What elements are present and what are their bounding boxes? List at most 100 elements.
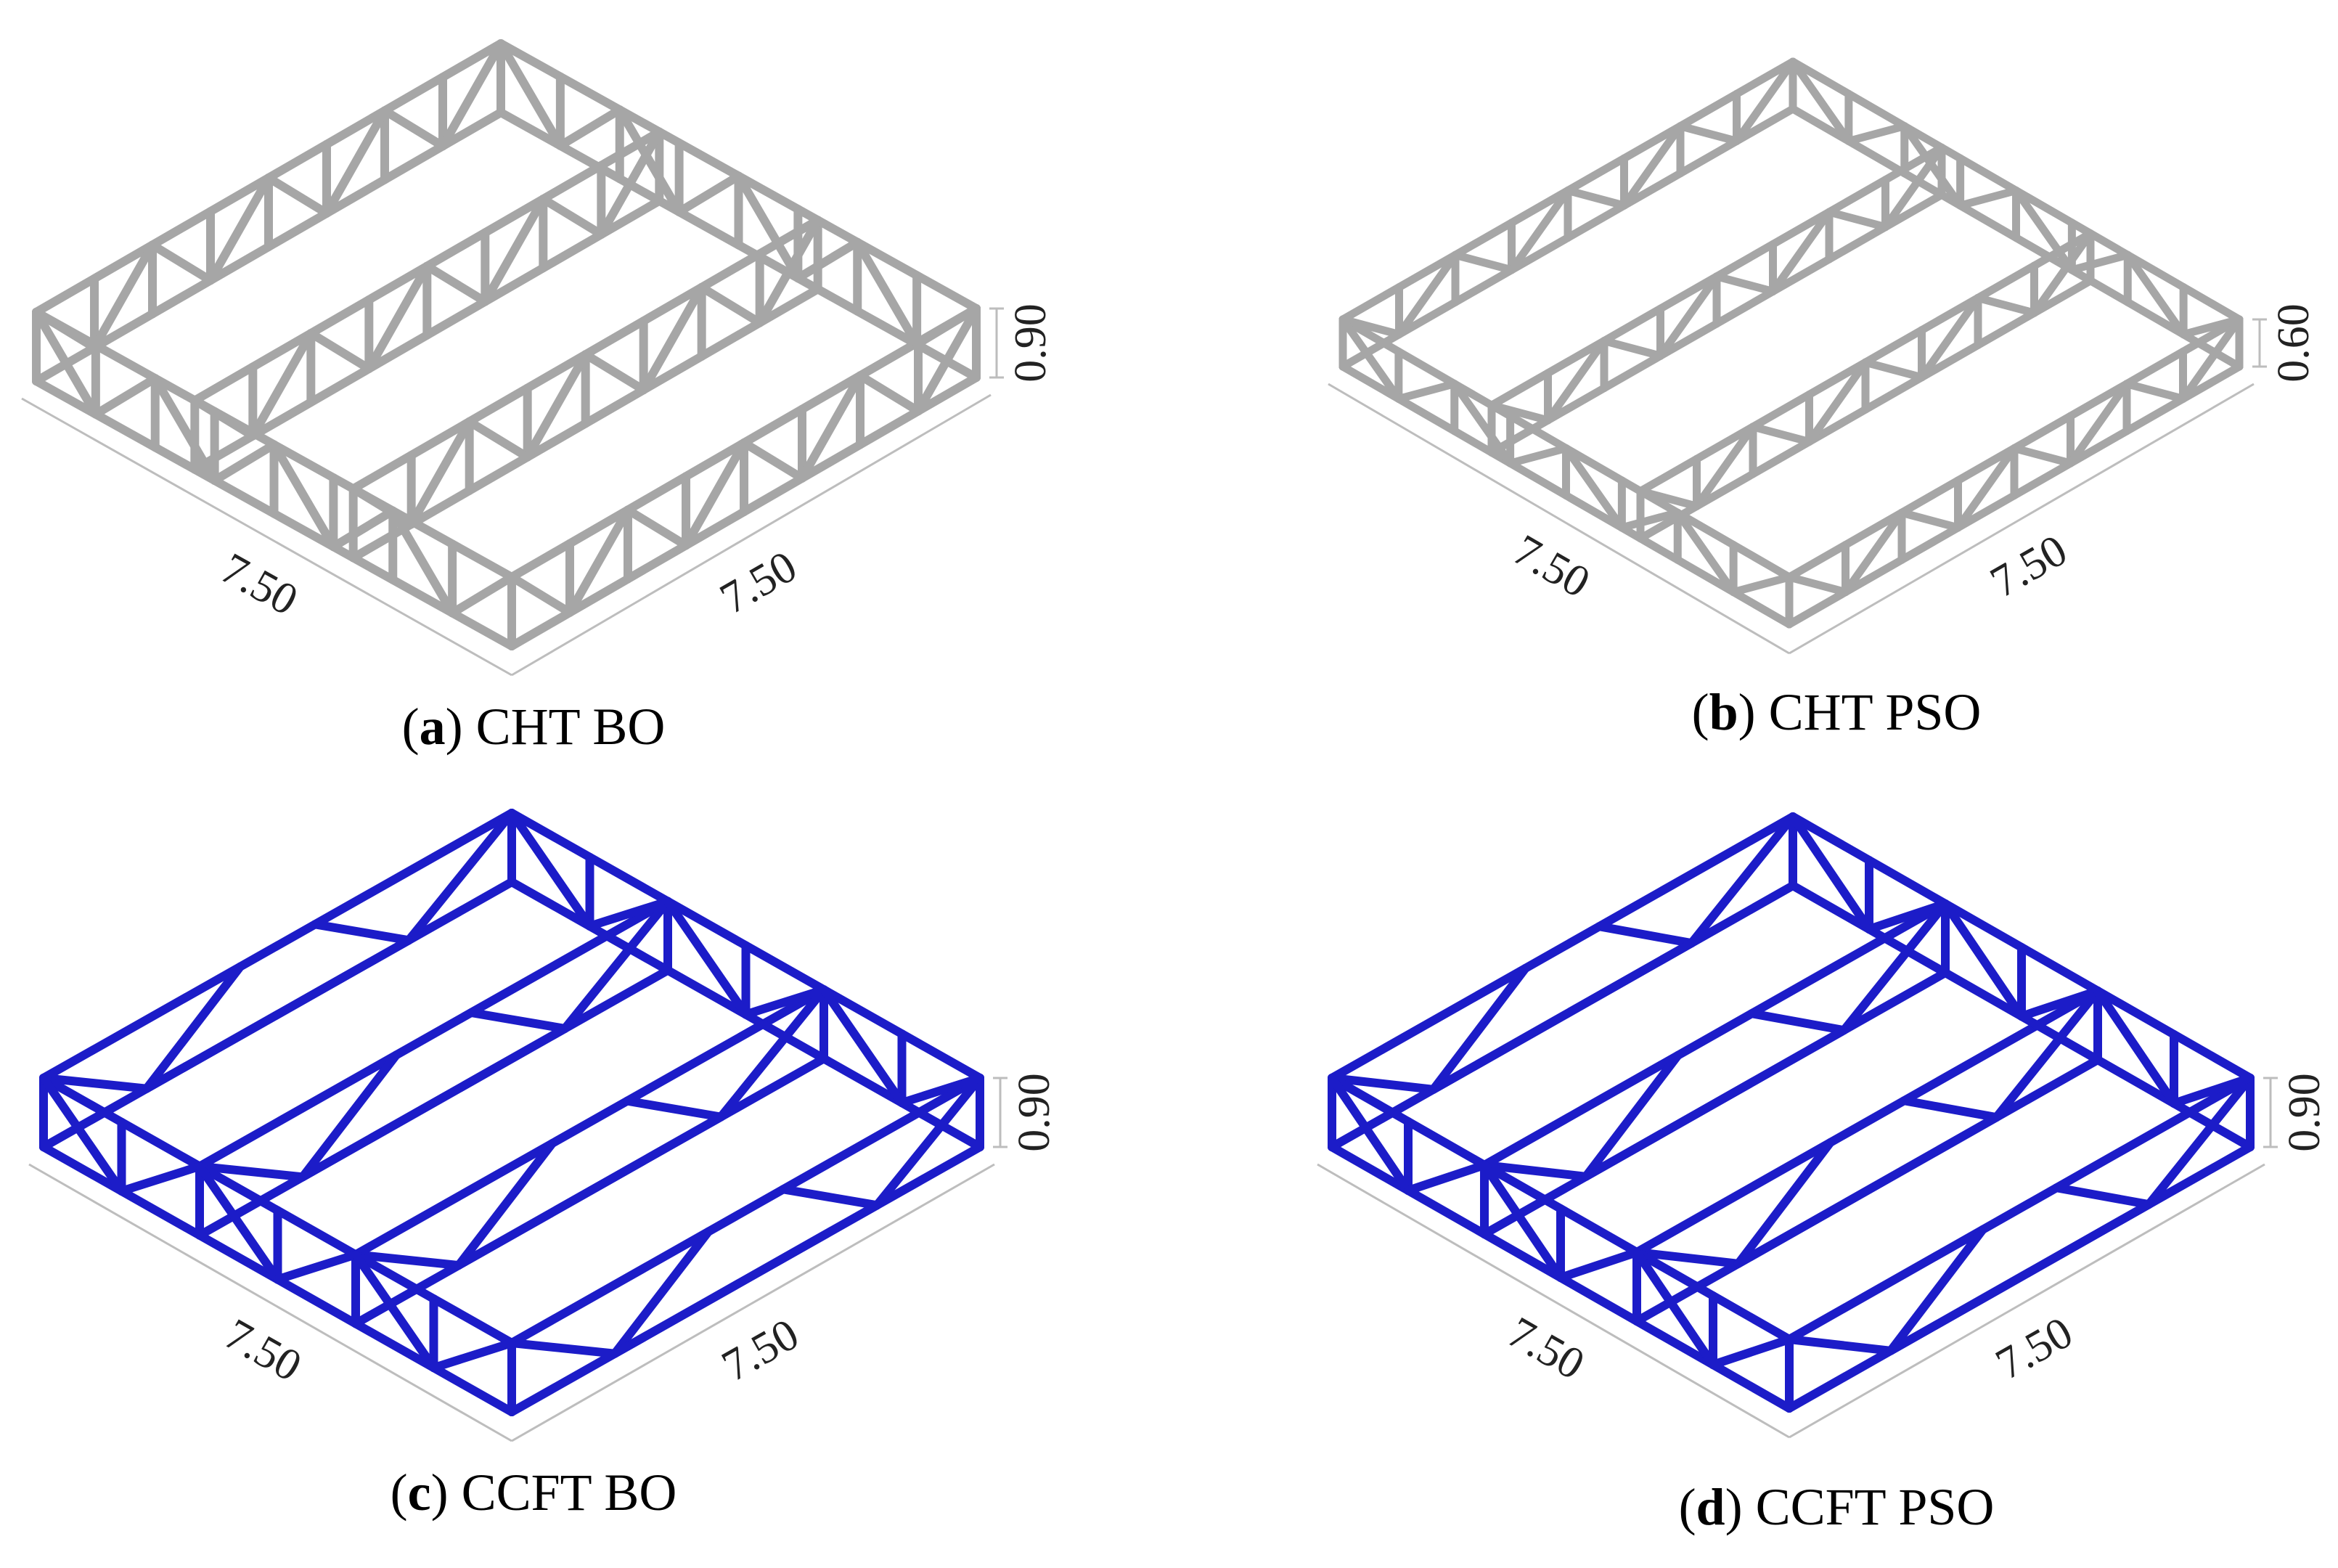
- diagonal-member: [1676, 122, 1741, 145]
- depth-label: 0.60: [2269, 303, 2318, 383]
- diagonal-member: [1805, 358, 1870, 446]
- diagonal-member: [1974, 293, 2038, 317]
- top-chord: [1632, 987, 2102, 1257]
- diagonal-member: [2144, 1074, 2255, 1209]
- diagonal-member: [1328, 1074, 1438, 1094]
- diagonal-member: [2030, 229, 2095, 317]
- diagonal-member: [206, 173, 273, 285]
- diagonal-member: [1544, 337, 1609, 425]
- diagonal-member: [264, 173, 331, 218]
- diagonal-member: [438, 39, 505, 151]
- truss-members: [1338, 57, 2244, 629]
- diagonal-member: [117, 1161, 204, 1196]
- dimension-line: [511, 393, 992, 677]
- diagonal-member: [1338, 315, 1403, 403]
- diagonal-member: [1785, 1335, 1895, 1355]
- diagonal-member: [716, 985, 828, 1122]
- diagonal-member: [639, 282, 706, 395]
- diagonal-member: [1749, 422, 1813, 446]
- top-chord: [39, 809, 516, 1082]
- diagonal-member: [1556, 1248, 1641, 1282]
- span-label-right: 7.50: [712, 542, 805, 624]
- depth-label: 0.90: [2280, 1073, 2329, 1152]
- diagonal-member: [2067, 250, 2132, 274]
- diagonal-member: [2012, 187, 2076, 274]
- caption-letter: b: [1709, 683, 1738, 741]
- bottom-chord: [142, 936, 414, 1093]
- diagonal-member: [1620, 122, 1685, 210]
- dimension-line: [28, 1163, 512, 1442]
- diagonal-member: [364, 261, 432, 373]
- top-chord: [351, 985, 828, 1259]
- diagonal-member: [2122, 380, 2187, 403]
- bottom-chord: [1428, 939, 1696, 1094]
- diagonal-member: [148, 240, 215, 285]
- truss-members: [39, 809, 984, 1416]
- diagonal-member: [1886, 1225, 1987, 1355]
- truss-drawing-d: 7.50 7.50 0.90: [1317, 812, 2329, 1439]
- diagonal-member: [1394, 380, 1459, 403]
- diagonal-member: [1480, 1161, 1590, 1181]
- diagonal-member: [560, 897, 672, 1033]
- truss-members: [1328, 812, 2255, 1413]
- diagonal-member: [1789, 812, 1873, 934]
- caption-letter: c: [407, 1463, 431, 1522]
- diagonal-member: [1562, 444, 1626, 532]
- diagonal-member: [682, 438, 748, 550]
- diagonal-member: [90, 240, 157, 352]
- diagonal-member: [1693, 422, 1757, 510]
- diagonal-member: [1595, 922, 1696, 948]
- top-chord: [195, 897, 672, 1171]
- caption-d: (d) CCFT PSO: [1678, 1478, 1995, 1536]
- diagonal-member: [39, 1074, 151, 1093]
- bottom-chord: [298, 1024, 570, 1182]
- diagonal-member: [1687, 812, 1797, 948]
- diagonal-member: [1844, 122, 1909, 145]
- diagonal-member: [1842, 508, 1906, 597]
- span-label-left: 7.50: [1500, 1307, 1593, 1389]
- diagonal-member: [1747, 1009, 1849, 1035]
- top-chord: [1328, 812, 1797, 1082]
- diagonal-member: [793, 237, 862, 283]
- dimension-line: [511, 1163, 995, 1442]
- diagonal-member: [150, 374, 219, 485]
- diagonal-member: [856, 371, 923, 416]
- caption-text: CHT BO: [475, 698, 666, 756]
- diagonal-member: [448, 573, 516, 618]
- diagonal-member: [2010, 444, 2075, 467]
- diagonal-member: [539, 195, 606, 239]
- diagonal-member: [2093, 987, 2178, 1108]
- diagonal-member: [380, 106, 447, 151]
- dimension-lines: [21, 307, 1004, 677]
- bottom-chord: [1581, 1026, 1849, 1181]
- span-label-right: 7.50: [1988, 1307, 2081, 1389]
- diagonal-member: [555, 105, 624, 150]
- diagonal-member: [740, 438, 806, 483]
- dimension-line: [21, 397, 512, 677]
- diagonal-member: [1733, 57, 1797, 145]
- diagonal-member: [610, 1227, 713, 1358]
- diagonal-member: [481, 195, 548, 306]
- span-label-right: 7.50: [1982, 526, 2075, 608]
- dimension-line: [1328, 383, 1790, 655]
- diagonal-member: [2170, 1074, 2255, 1108]
- diagonal-member: [422, 261, 490, 306]
- diagonal-member: [798, 371, 865, 483]
- dimension-line: [1789, 1163, 2265, 1439]
- caption-text: CCFT PSO: [1755, 1478, 1995, 1536]
- diagonal-member: [1450, 380, 1515, 467]
- diagonal-member: [1617, 508, 1682, 532]
- diagonal-member: [565, 505, 632, 617]
- diagonal-member: [1328, 1074, 1413, 1195]
- diagonal-member: [507, 573, 574, 617]
- diagonal-member: [248, 329, 316, 441]
- diagonal-member: [1733, 1138, 1835, 1268]
- diagonal-member: [1861, 358, 1926, 382]
- diagonal-member: [1729, 573, 1794, 597]
